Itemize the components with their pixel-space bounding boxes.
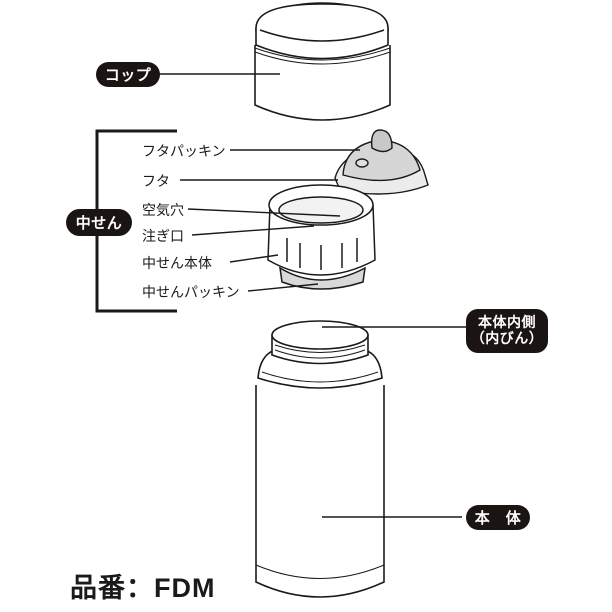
model-separator: ：: [126, 573, 154, 603]
label-cup: コップ: [96, 62, 160, 87]
model-code: FDM: [154, 573, 216, 603]
label-lid-packing: フタパッキン: [142, 144, 226, 160]
label-spout: 注ぎ口: [142, 229, 184, 245]
label-body: 本 体: [466, 505, 530, 530]
cup-illustration: [254, 2, 391, 121]
label-inner-body: 本体内側 （内びん）: [466, 309, 548, 353]
label-stopper-body: 中せん本体: [142, 256, 212, 272]
model-number: 品番：FDM: [70, 566, 215, 605]
leader-lines: [158, 73, 468, 518]
bottle-illustration: [255, 320, 385, 598]
stopper-illustration: [267, 184, 376, 290]
label-inner-body-line1: 本体内側: [478, 315, 536, 331]
model-prefix: 品番: [70, 573, 126, 603]
label-inner-body-line2: （内びん）: [470, 331, 544, 347]
label-stopper-packing: 中せんパッキン: [142, 285, 240, 301]
lid-illustration: [334, 129, 429, 195]
label-stopper-group: 中せん: [66, 209, 132, 236]
label-air-hole: 空気穴: [142, 203, 184, 219]
label-lid: フタ: [142, 174, 170, 190]
